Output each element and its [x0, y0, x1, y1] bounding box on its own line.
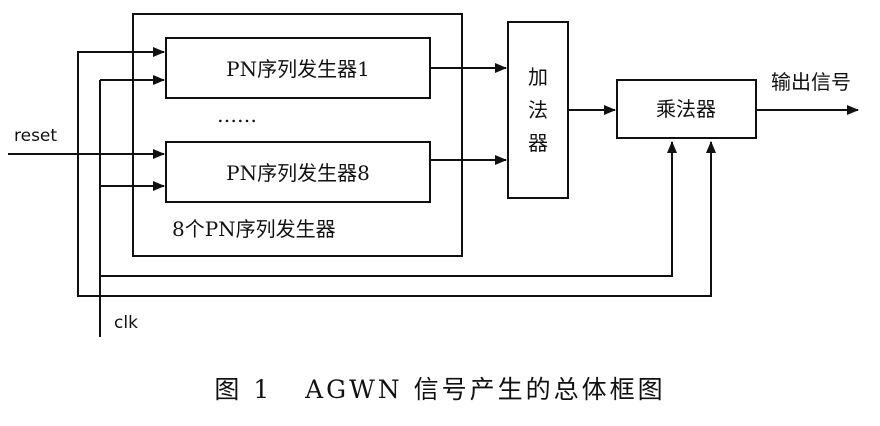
ellipsis: ……	[217, 103, 257, 127]
pn-group-box	[132, 13, 463, 257]
multiplier-box	[616, 79, 757, 139]
reset-label: reset	[14, 126, 57, 146]
pn-generator-1-label: PN序列发生器1	[226, 57, 370, 81]
adder-label-char-2: 法	[528, 98, 548, 122]
pn-generator-8-label: PN序列发生器8	[226, 161, 370, 185]
pn-generator-8-box	[165, 141, 431, 203]
reset-to-multiplier-arrow	[77, 141, 716, 297]
adder-label-char-1: 加	[528, 65, 548, 89]
pn-generator-1-box	[165, 37, 431, 99]
adder-label-char-3: 器	[528, 131, 548, 155]
reset-to-gen1-arrow	[77, 47, 165, 154]
clk-label: clk	[114, 313, 138, 333]
figure-caption: 图 1 AGWN 信号产生的总体框图	[214, 375, 665, 404]
output-signal-label: 输出信号	[771, 70, 851, 94]
clk-to-multiplier-arrow	[100, 141, 677, 277]
multiplier-label: 乘法器	[656, 97, 716, 121]
pn-group-label: 8个PN序列发生器	[172, 217, 336, 241]
